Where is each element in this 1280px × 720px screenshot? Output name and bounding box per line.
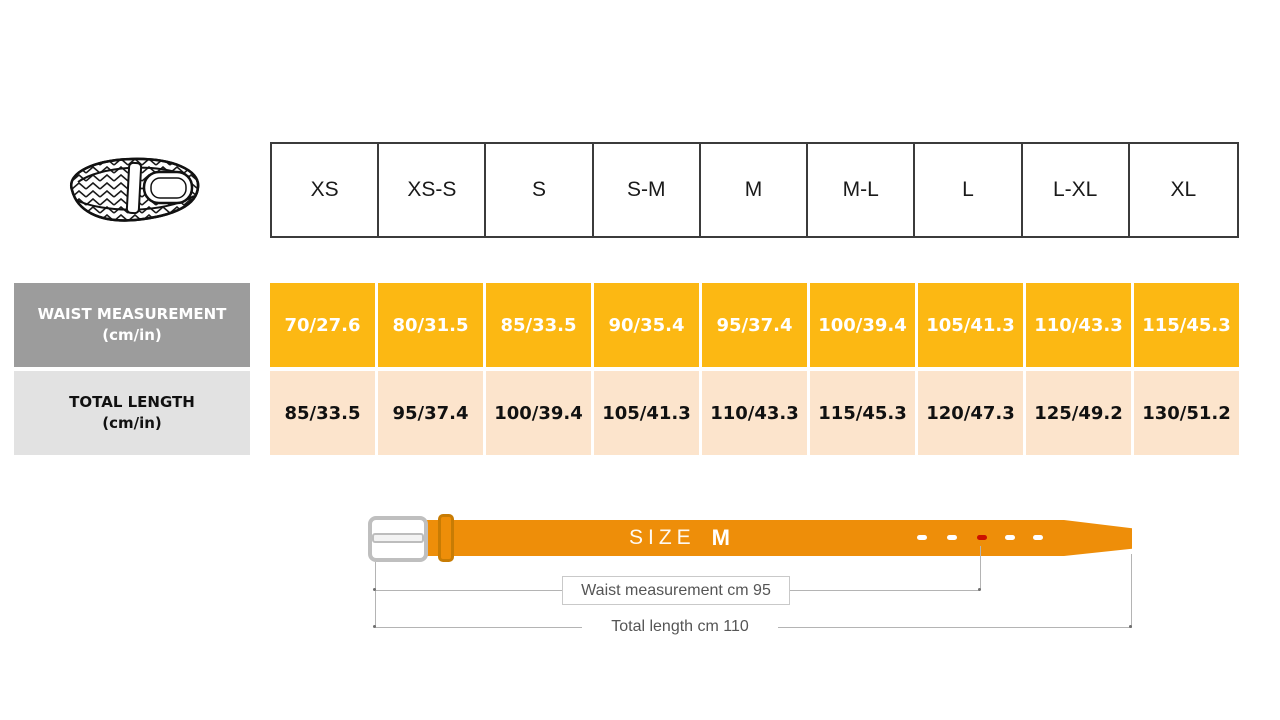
belt-hole bbox=[947, 535, 957, 540]
dimension-line-buckle bbox=[375, 562, 376, 628]
size-header-m: M bbox=[701, 144, 809, 236]
size-header-xl: XL bbox=[1170, 178, 1197, 201]
belt-strap bbox=[424, 520, 1064, 556]
length-values-row: 85/33.5 95/37.4 100/39.4 105/41.3 110/43… bbox=[270, 371, 1239, 455]
dimension-dot bbox=[373, 588, 376, 591]
length-value: 125/49.2 bbox=[1026, 371, 1131, 455]
dimension-dot bbox=[373, 625, 376, 628]
belt-hole bbox=[1033, 535, 1043, 540]
length-value: 85/33.5 bbox=[270, 371, 375, 455]
size-header-xs-s: XS-S bbox=[379, 144, 487, 236]
waist-value: 100/39.4 bbox=[810, 283, 915, 367]
length-value: 130/51.2 bbox=[1134, 371, 1239, 455]
dimension-dot bbox=[1129, 625, 1132, 628]
length-row-label: TOTAL LENGTH (cm/in) bbox=[14, 371, 250, 455]
belt-hole-selected bbox=[977, 535, 987, 540]
size-header-m-l: M-L bbox=[808, 144, 916, 236]
dimension-line-hole bbox=[980, 546, 981, 590]
belt-keeper-loop bbox=[438, 514, 454, 562]
length-row-label-unit: (cm/in) bbox=[102, 414, 162, 432]
belt-strap-tip bbox=[1064, 520, 1132, 556]
waist-value: 85/33.5 bbox=[486, 283, 591, 367]
length-value: 95/37.4 bbox=[378, 371, 483, 455]
belt-hole bbox=[917, 535, 927, 540]
waist-row-label: WAIST MEASUREMENT (cm/in) bbox=[14, 283, 250, 367]
length-value: 100/39.4 bbox=[486, 371, 591, 455]
size-label: SIZE bbox=[628, 526, 696, 549]
belt-buckle-prong bbox=[372, 533, 424, 543]
waist-value: 110/43.3 bbox=[1026, 283, 1131, 367]
waist-value: 90/35.4 bbox=[594, 283, 699, 367]
waist-value: 70/27.6 bbox=[270, 283, 375, 367]
waist-value: 115/45.3 bbox=[1134, 283, 1239, 367]
length-value: 120/47.3 bbox=[918, 371, 1023, 455]
size-value: M bbox=[711, 525, 731, 550]
belt-product-illustration bbox=[70, 157, 200, 222]
length-value: 105/41.3 bbox=[594, 371, 699, 455]
length-value: 115/45.3 bbox=[810, 371, 915, 455]
size-header-l: L bbox=[915, 144, 1023, 236]
waist-value: 80/31.5 bbox=[378, 283, 483, 367]
size-header-row: XS XS-S S S-M M M-L L L-XL XL bbox=[270, 142, 1239, 238]
waist-value: 105/41.3 bbox=[918, 283, 1023, 367]
waist-measurement-annotation: Waist measurement cm 95 bbox=[562, 576, 790, 605]
size-header-s: S bbox=[486, 144, 594, 236]
total-length-annotation: Total length cm 110 bbox=[582, 615, 778, 639]
size-header-l-xl: L-XL bbox=[1023, 144, 1130, 236]
waist-row-label-text: WAIST MEASUREMENT bbox=[37, 305, 227, 323]
length-value: 110/43.3 bbox=[702, 371, 807, 455]
length-row-label-text: TOTAL LENGTH bbox=[69, 393, 195, 411]
waist-value: 95/37.4 bbox=[702, 283, 807, 367]
waist-values-row: 70/27.6 80/31.5 85/33.5 90/35.4 95/37.4 … bbox=[270, 283, 1239, 367]
dimension-dot bbox=[978, 588, 981, 591]
belt-size-text: SIZE M bbox=[620, 524, 740, 552]
belt-hole bbox=[1005, 535, 1015, 540]
waist-row-label-unit: (cm/in) bbox=[102, 326, 162, 344]
size-header-s-m: S-M bbox=[594, 144, 701, 236]
dimension-line-tip bbox=[1131, 554, 1132, 628]
size-header-xs: XS bbox=[272, 144, 380, 236]
